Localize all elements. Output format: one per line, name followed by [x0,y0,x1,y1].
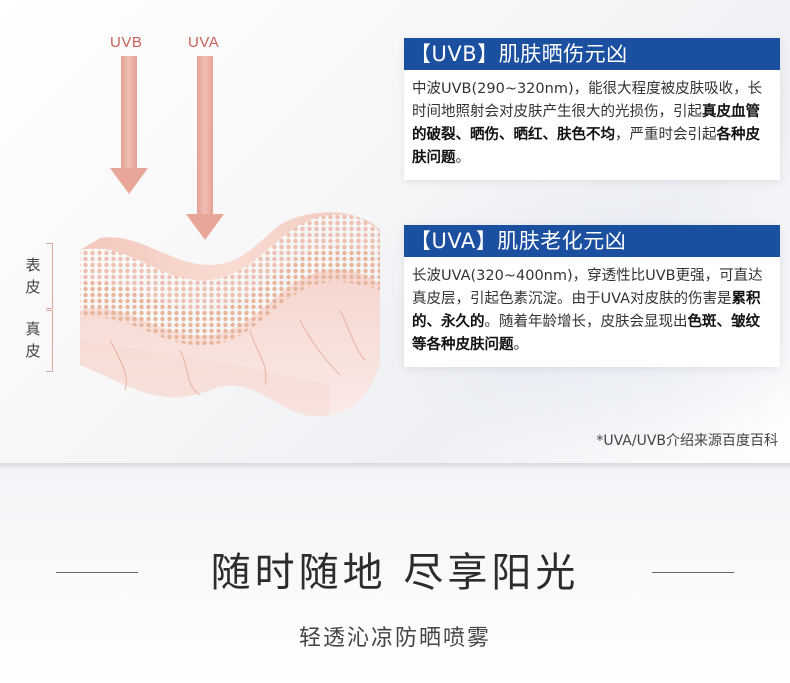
uva-info-card: 【UVA】肌肤老化元凶 长波UVA(320~400nm)，穿透性比UVB更强，可… [404,225,780,367]
uva-arrow-icon [186,56,224,242]
slogan-title: 随时随地 尽享阳光 [210,550,580,596]
uvb-card-body: 中波UVB(290~320nm)，能很大程度被皮肤吸收，长时间地照射会对皮肤产生… [412,81,763,166]
epidermis-bracket [46,243,53,309]
uvb-card-title: 【UVB】肌肤晒伤元凶 [404,38,780,70]
epidermis-label: 表皮 [25,256,41,296]
uva-ray-label: UVA [188,34,220,51]
slogan-right-rule [652,572,734,573]
uvb-ray-label: UVB [110,34,143,51]
product-subtitle: 轻透沁凉防晒喷雾 [298,626,491,651]
uva-card-body: 长波UVA(320~400nm)，穿透性比UVB更强，可直达真皮层，引起色素沉淀… [412,268,763,353]
source-footnote: *UVA/UVB介绍来源百度百科 [596,433,778,449]
slogan-left-rule [56,572,138,573]
slogan-section [0,469,790,683]
uvb-arrow-icon [110,56,148,196]
uvb-info-card: 【UVB】肌肤晒伤元凶 中波UVB(290~320nm)，能很大程度被皮肤吸收，… [404,38,780,180]
dermis-bracket [46,310,53,372]
dermis-label: 真皮 [25,320,41,360]
uv-info-section: UVB UVA [0,0,790,463]
section-divider [0,463,790,469]
skin-layers-illustration [80,212,380,417]
uva-card-title: 【UVA】肌肤老化元凶 [404,225,780,257]
